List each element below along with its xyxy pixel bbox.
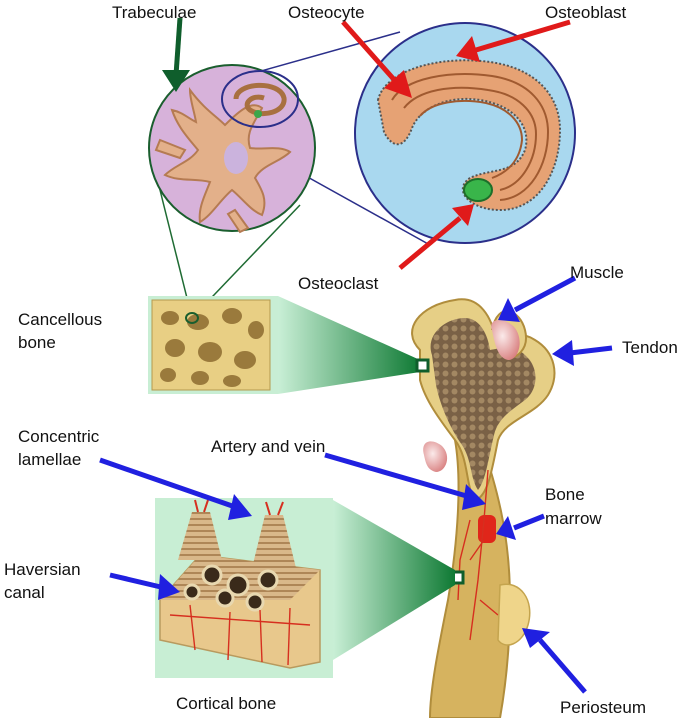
label-cortical-bone: Cortical bone xyxy=(176,694,277,713)
label-cancellous-line1: Cancellous xyxy=(18,310,103,329)
label-osteoblast: Osteoblast xyxy=(545,3,627,22)
label-concentric-line2: lamellae xyxy=(18,450,82,469)
bone-cell-magnified-view xyxy=(354,22,576,244)
cancellous-bone-sample xyxy=(148,296,278,394)
label-osteocyte: Osteocyte xyxy=(288,3,365,22)
label-concentric-line1: Concentric xyxy=(18,427,100,446)
label-tendon: Tendon xyxy=(622,338,678,357)
label-cancellous-line2: bone xyxy=(18,333,56,352)
label-osteoclast: Osteoclast xyxy=(298,274,379,293)
label-periosteum: Periosteum xyxy=(560,698,646,717)
cortical-bone-sample xyxy=(155,498,333,678)
femur-bone xyxy=(411,298,556,718)
label-artery-and-vein: Artery and vein xyxy=(211,437,326,456)
cancellous-zoom-beam xyxy=(278,296,420,394)
label-haversian-line2: canal xyxy=(4,583,45,602)
label-muscle: Muscle xyxy=(570,263,624,282)
pointer-arrows xyxy=(99,17,613,694)
label-trabeculae: Trabeculae xyxy=(112,3,197,22)
label-bone-marrow-line1: Bone xyxy=(545,485,585,504)
label-bone-marrow-line2: marrow xyxy=(545,509,602,528)
trabeculae-magnified-view xyxy=(148,64,316,234)
cortical-zoom-beam xyxy=(333,500,455,660)
label-haversian-line1: Haversian xyxy=(4,560,81,579)
